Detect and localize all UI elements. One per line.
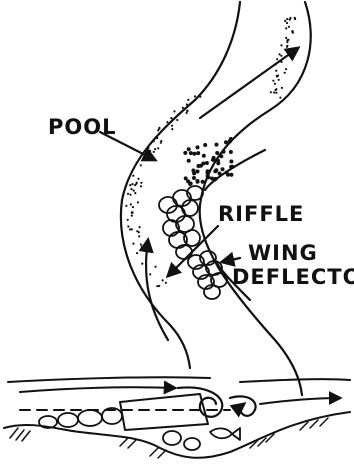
- section-stone: [78, 410, 102, 426]
- pool-label: POOL: [48, 115, 116, 139]
- section-stone: [58, 413, 78, 427]
- left-bank-line: [121, 2, 240, 368]
- wing-label: WING: [248, 241, 318, 265]
- eddy-loop-right: [230, 396, 256, 415]
- deflector-label: DEFLECTOR: [232, 265, 354, 289]
- section-log: [120, 394, 208, 430]
- wing-deflector-stones: [188, 251, 227, 299]
- gravel-dots: [183, 137, 234, 186]
- right-bank-line: [200, 2, 311, 395]
- riffle-label: RIFFLE: [218, 202, 304, 226]
- water-surface-right: [240, 379, 350, 382]
- wing-deflector-pointer-arrow: [222, 258, 240, 262]
- fish-icon: [210, 428, 240, 440]
- eddy-loop: [178, 387, 222, 416]
- water-surface-left: [8, 377, 210, 382]
- downstream-flow-arrow: [200, 48, 298, 118]
- section-stone: [184, 438, 200, 450]
- section-right-flow-arrow: [260, 398, 340, 404]
- channel-banks: [121, 2, 311, 395]
- cross-section: [4, 377, 350, 458]
- section-stone: [163, 431, 181, 445]
- section-surface-flow-arrow: [20, 387, 175, 392]
- left-flow-arrow: [146, 240, 168, 340]
- flow-arrows: [146, 48, 298, 340]
